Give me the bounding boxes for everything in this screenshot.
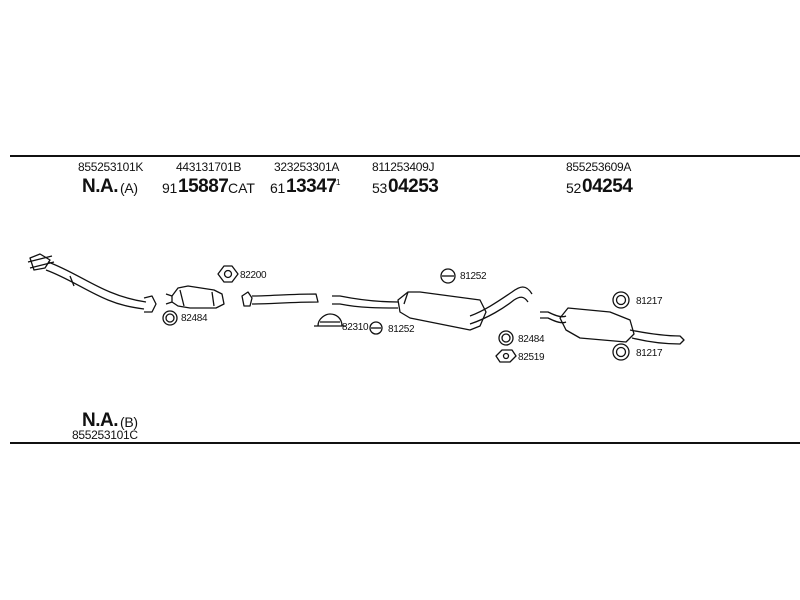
ring-81252-top-drawing [440, 268, 456, 284]
label-82484-right: 82484 [518, 334, 545, 345]
part-3-number: 13347 [286, 176, 337, 197]
na-b-suffix: (B) [120, 414, 138, 430]
catalytic-converter-drawing [165, 285, 225, 309]
gasket-82519-drawing [495, 349, 517, 363]
clamp-82310-drawing [314, 313, 346, 327]
part-5-prefix: 52 [566, 180, 581, 196]
part-3-superscript: 1 [336, 178, 341, 187]
label-81252-top: 81252 [460, 271, 487, 282]
oem-number-5: 855253609A [566, 160, 632, 174]
oem-number-2: 443131701B [176, 160, 242, 174]
oem-number-3: 323253301A [274, 160, 340, 174]
na-b-label: N.A. [82, 410, 119, 431]
label-82310: 82310 [342, 322, 369, 333]
hanger-81217-bottom-drawing [612, 343, 630, 361]
na-a-label: N.A. [82, 176, 119, 197]
part-2-prefix: 91 [162, 180, 177, 196]
oem-number-b: 855253101C [72, 428, 138, 442]
part-4-number: 04253 [388, 176, 439, 197]
oem-number-1: 855253101K [78, 160, 144, 174]
label-81217-bottom: 81217 [636, 348, 663, 359]
gasket-82200-drawing [217, 265, 239, 283]
ring-81252-bottom-drawing [369, 321, 383, 335]
intermediate-pipe-drawing [241, 291, 319, 307]
top-divider-line [10, 155, 800, 157]
part-4-prefix: 53 [372, 180, 387, 196]
bottom-divider-line [10, 442, 800, 444]
label-82484-left: 82484 [181, 313, 208, 324]
na-a-suffix: (A) [120, 180, 138, 196]
front-pipe-drawing [27, 253, 157, 313]
ring-82484-right-drawing [498, 330, 514, 346]
part-2-number: 15887 [178, 176, 229, 197]
hanger-81217-top-drawing [612, 291, 630, 309]
ring-82484-left-drawing [162, 310, 178, 326]
label-82200: 82200 [240, 270, 267, 281]
front-muffler-drawing [332, 286, 533, 331]
part-2-suffix: CAT [228, 180, 255, 196]
rear-silencer-drawing [540, 307, 685, 345]
oem-number-4: 811253409J [372, 160, 435, 174]
part-5-number: 04254 [582, 176, 633, 197]
label-82519: 82519 [518, 352, 545, 363]
label-81217-top: 81217 [636, 296, 663, 307]
label-81252-bottom: 81252 [388, 324, 415, 335]
part-3-prefix: 61 [270, 180, 285, 196]
